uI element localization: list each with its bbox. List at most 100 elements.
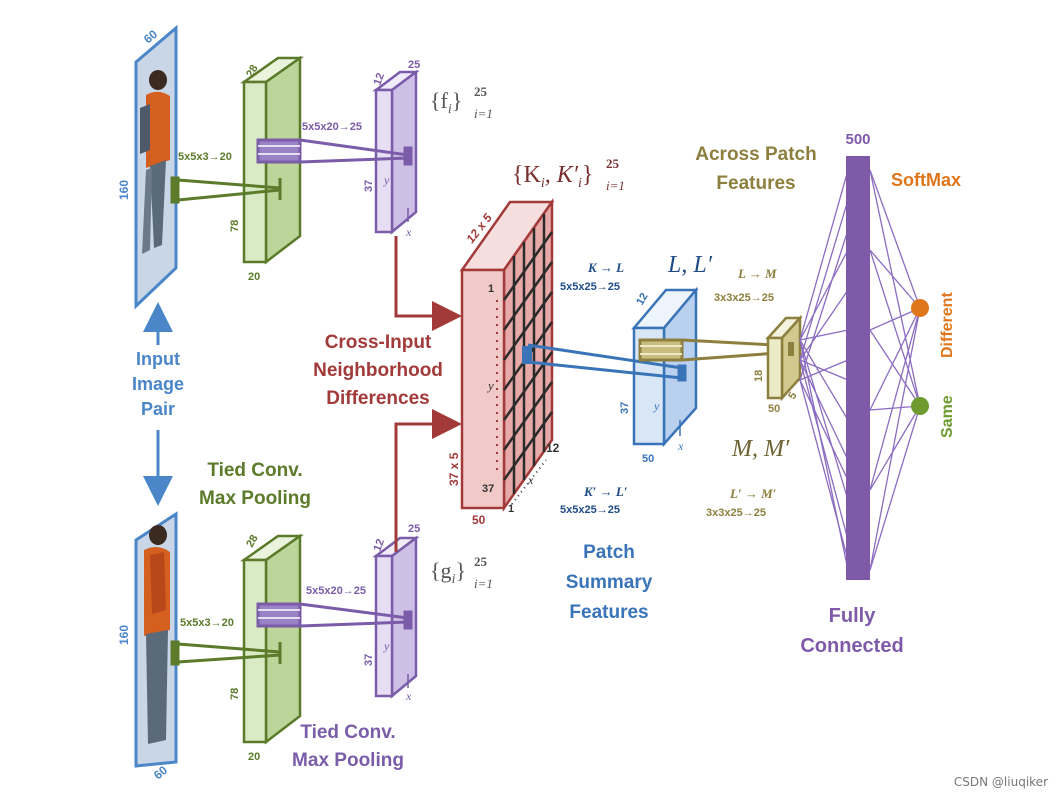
across-top-map: L → M	[737, 266, 777, 281]
conv2-bottom-depth-dim: 25	[408, 523, 420, 535]
conv2-top-projection	[256, 138, 413, 166]
across-top-kernel: 3x3x25→25	[714, 292, 774, 304]
conv2-top-depth-dim: 25	[408, 59, 420, 71]
neighborhood-block	[459, 198, 555, 512]
conv2-top-axis-x: x	[405, 225, 412, 239]
across-set-label: M, M′	[731, 436, 790, 462]
set-k-sub: i	[541, 176, 545, 191]
set-k-mid: , K′	[545, 162, 579, 188]
patch-set-label: L, L′	[667, 252, 713, 278]
across-height-dim: 18	[753, 370, 765, 382]
patch-height-dim: 37	[619, 402, 631, 414]
conv1-bottom-kernel: 5x5x3→20	[180, 617, 234, 629]
input-bottom-height-label: 160	[117, 625, 131, 645]
set-g-close: }	[455, 558, 466, 583]
output-different-label: Different	[939, 292, 956, 358]
neighborhood-label-line1: Cross-Input	[325, 332, 432, 353]
set-f-lower: i=1	[474, 106, 493, 121]
neighborhood-right-dim: 12	[546, 441, 560, 455]
output-different-node	[911, 299, 929, 317]
conv2-bottom-axis-x: x	[405, 689, 412, 703]
input-pair-label-line2: Image	[132, 374, 184, 394]
arrow-bottom-to-neighborhood	[394, 409, 462, 552]
watermark: CSDN @liuqiker	[953, 775, 1048, 789]
conv2-top-axis-y: y	[383, 173, 390, 187]
set-f-sub: i	[448, 102, 452, 117]
set-k-close: }	[582, 162, 594, 188]
patch-summary-block	[631, 286, 699, 448]
tied-conv-bottom-label-line2: Max Pooling	[292, 750, 404, 771]
neighborhood-bottom-dim: 50	[472, 513, 486, 527]
set-f-label: {fi}	[430, 88, 462, 117]
set-g-lower: i=1	[474, 576, 493, 591]
patch-bottom-map: K′ → L′	[583, 484, 628, 499]
set-f-brace: {f	[430, 88, 449, 113]
conv2-bottom-height-dim: 37	[363, 654, 375, 666]
set-k-lower: i=1	[606, 178, 625, 193]
tied-conv-bottom-label-line1: Tied Conv.	[300, 722, 395, 743]
conv1-bottom-height: 78	[229, 688, 241, 700]
conv2-top-height-dim: 37	[363, 180, 375, 192]
patch-top-map: K → L	[587, 260, 624, 275]
output-same-node	[911, 397, 929, 415]
neighborhood-label-line3: Differences	[326, 388, 430, 409]
patch-bottom-kernel: 5x5x25→25	[560, 504, 620, 516]
patch-summary-label-line1: Patch	[583, 542, 635, 563]
output-same-label: Same	[939, 395, 956, 438]
neighborhood-side-dim: 37 x 5	[447, 452, 461, 486]
neighborhood-row-last: 37	[482, 483, 494, 495]
input-pair-label-line1: Input	[136, 349, 180, 369]
neighborhood-row-y: y	[486, 378, 494, 393]
conv2-bottom-projection	[256, 602, 413, 630]
conv1-top-width: 20	[248, 271, 260, 283]
conv1-top-projection	[170, 176, 282, 204]
conv1-bottom-depth: 28	[244, 533, 261, 550]
input-image-top	[134, 24, 178, 310]
conv1-bottom-projection	[170, 640, 282, 666]
patch-summary-label-line2: Summary	[566, 572, 653, 593]
patch-axis-x: x	[677, 439, 684, 453]
patch-axis-y: y	[653, 399, 660, 413]
across-bottom-map: L′ → M′	[729, 486, 777, 501]
conv1-top-depth: 28	[244, 63, 261, 80]
fc-connections	[799, 169, 921, 571]
fc-layer-bar	[846, 156, 870, 580]
set-g-label: {gi}	[430, 558, 466, 587]
patch-width-dim: 50	[642, 453, 654, 465]
patch-top-kernel: 5x5x25→25	[560, 281, 620, 293]
input-top-height-label: 160	[117, 180, 131, 200]
conv1-top-kernel: 5x5x3→20	[178, 151, 232, 163]
across-patch-label-line1: Across Patch	[695, 144, 816, 165]
patch-summary-label-line3: Features	[569, 602, 648, 623]
input-pair-label-line3: Pair	[141, 399, 175, 419]
neighborhood-col-first: 1	[508, 503, 514, 515]
set-g-sup: 25	[474, 554, 488, 569]
across-width-dim: 50	[768, 403, 780, 415]
conv2-top-width-dim: 12	[372, 71, 387, 87]
conv2-block-bottom	[372, 535, 420, 699]
neighborhood-row-first: 1	[488, 283, 494, 295]
tied-conv-top-label-line1: Tied Conv.	[207, 460, 302, 481]
set-k-sub2: i	[578, 176, 582, 191]
input-image-bottom	[134, 511, 178, 768]
fc-label-line2: Connected	[800, 635, 903, 657]
set-k-brace: {K	[512, 162, 542, 188]
patch-summary-projection	[527, 343, 687, 382]
patch-depth-dim: 12	[634, 291, 651, 308]
set-k-label: {Ki, K′i}	[512, 162, 593, 191]
set-k-sup: 25	[606, 156, 620, 171]
conv2-bottom-width-dim: 12	[372, 537, 387, 553]
conv1-block-bottom	[240, 533, 304, 745]
neighborhood-label-line2: Neighborhood	[313, 360, 443, 381]
across-patch-label-line2: Features	[716, 173, 795, 194]
set-f-sup: 25	[474, 84, 488, 99]
set-g-sub: i	[452, 572, 456, 587]
softmax-label: SoftMax	[891, 170, 961, 190]
across-depth-dim: 5	[786, 390, 799, 401]
conv1-top-height: 78	[229, 220, 241, 232]
tied-conv-top-label-line2: Max Pooling	[199, 488, 311, 509]
across-patch-block	[765, 314, 803, 402]
conv1-bottom-width: 20	[248, 751, 260, 763]
conv2-bottom-axis-y: y	[383, 639, 390, 653]
